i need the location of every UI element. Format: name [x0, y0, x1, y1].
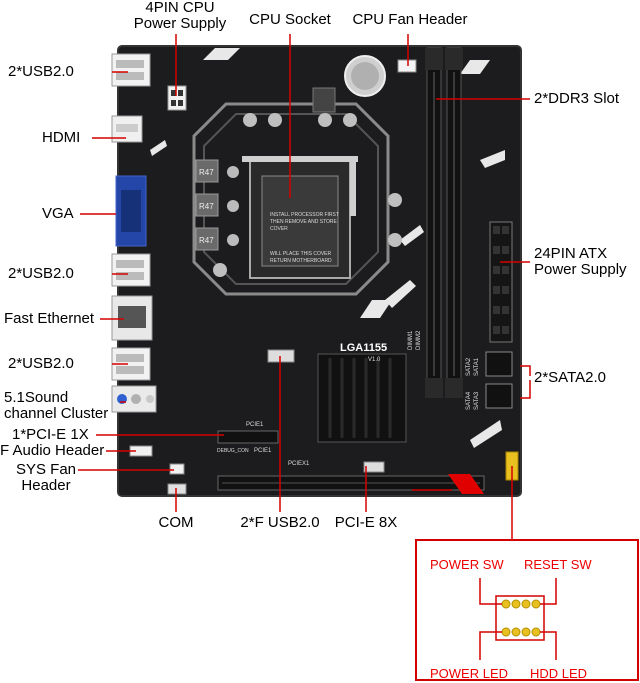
- ddr3-slot-label: 2*DDR3 Slot: [534, 90, 620, 107]
- atx-power-label-line2: Power Supply: [534, 261, 627, 278]
- cpu-fan-header: [397, 59, 417, 73]
- cpu-power-label: 4PIN CPU Power Supply: [126, 0, 234, 32]
- sata1-label: SATA1: [474, 357, 480, 376]
- socket-outline: [192, 102, 390, 296]
- sound-label: 5.1Sound channel Cluster: [4, 390, 108, 422]
- cmos-battery-inner: [351, 62, 379, 90]
- socket-warning-text: INSTALL PROCESSOR FIRST THEN REMOVE AND …: [270, 212, 339, 264]
- dimm1-label: DIMM1: [408, 330, 414, 350]
- sata-label: 2*SATA2.0: [534, 369, 606, 386]
- com-header: [167, 483, 187, 495]
- sound-label-line1: 5.1Sound: [4, 389, 69, 406]
- capacitors: [213, 113, 402, 277]
- vrm-chokes: R47 R47 R47: [195, 159, 239, 251]
- sys-fan-label-line1: SYS Fan: [15, 461, 77, 478]
- rear-io: [111, 53, 157, 413]
- sys-fan-connector: [169, 463, 185, 475]
- pcie-1x-slot: [217, 430, 279, 444]
- choke-label-1: R47: [199, 168, 214, 177]
- chip-small: [312, 87, 336, 113]
- pcie-latch: [448, 474, 484, 494]
- ddr3-slots: [425, 47, 463, 398]
- choke-label-3: R47: [199, 236, 214, 245]
- cpu-socket-label: CPU Socket: [249, 11, 331, 28]
- usb-top-label: 2*USB2.0: [8, 63, 74, 80]
- sata2-label: SATA2: [466, 357, 472, 376]
- sound-label-line2: channel Cluster: [4, 405, 109, 422]
- debug-board-label: DEBUG_CON: [217, 448, 249, 454]
- sata-port-1: [485, 351, 513, 377]
- atx-connector: [489, 221, 513, 343]
- usb-low-label: 2*USB2.0: [8, 355, 74, 372]
- usb-low-port: [111, 347, 151, 381]
- atx-power-label-line1: 24PIN ATX: [534, 245, 608, 262]
- pcie-1x-label: 1*PCI-E 1X: [12, 426, 89, 443]
- board-model-label: LGA1155: [340, 342, 387, 354]
- socket-warning-3: COVER: [270, 226, 288, 232]
- sata3-label: SATA3: [474, 391, 480, 410]
- f-usb-header: [267, 349, 295, 363]
- sata-port-2: [485, 383, 513, 409]
- usb-top-port: [111, 53, 151, 87]
- cpu-power-label-line1: 4PIN CPU: [145, 0, 215, 16]
- socket-warning-2: THEN REMOVE AND STORE: [270, 219, 338, 225]
- socket-warning-1: INSTALL PROCESSOR FIRST: [270, 212, 339, 218]
- atx-power-label: 24PIN ATX Power Supply: [534, 246, 627, 278]
- pcie1-board-label: PCIE1: [246, 422, 264, 428]
- usb-mid-label: 2*USB2.0: [8, 265, 74, 282]
- sys-fan-label: SYS Fan Header: [8, 462, 84, 494]
- dimm2-label: DIMM2: [416, 330, 422, 350]
- sata4-label: SATA4: [466, 391, 472, 410]
- cpu-power-label-line2: Power Supply: [133, 15, 227, 32]
- pcie-8x-label: PCI-E 8X: [334, 514, 398, 531]
- f-audio-label: F Audio Header: [0, 442, 105, 459]
- decorative-stripes: [150, 48, 505, 448]
- cpu-power-connector: [167, 85, 187, 111]
- socket-lever-arm: [350, 156, 356, 216]
- sys-fan-label-line2: Header: [21, 477, 71, 494]
- vga-label: VGA: [42, 205, 74, 222]
- front-usb-header-2: [363, 461, 385, 473]
- f-usb-label: 2*F USB2.0: [240, 514, 320, 531]
- choke-label-2: R47: [199, 202, 214, 211]
- power-led-label: POWER LED: [430, 666, 509, 681]
- hdd-led-label: HDD LED: [530, 666, 588, 681]
- socket-lever: [242, 156, 358, 162]
- atx-pins: [493, 226, 509, 334]
- com-label: COM: [158, 514, 194, 531]
- socket-cover: [261, 175, 339, 267]
- fast-ethernet-label: Fast Ethernet: [4, 310, 95, 327]
- board-version-label: V1.0: [368, 357, 381, 363]
- pciex1-board-label: PCIEX1: [288, 461, 310, 467]
- socket-warning-5: RETURN MOTHERBOARD: [270, 258, 332, 264]
- heatsink-fins: [328, 358, 392, 438]
- front-panel-pin-diagram: [479, 578, 557, 660]
- cpu-fan-header-label: CPU Fan Header: [352, 11, 468, 28]
- hdmi-label: HDMI: [42, 129, 81, 146]
- power-sw-label: POWER SW: [430, 557, 504, 572]
- reset-sw-label: RESET SW: [524, 557, 592, 572]
- leader-lines: [78, 34, 531, 540]
- pcie1b-board-label: PCIE1: [254, 448, 272, 454]
- usb-mid-port: [111, 253, 151, 287]
- socket-warning-4: WILL PLACE THIS COVER: [270, 251, 332, 257]
